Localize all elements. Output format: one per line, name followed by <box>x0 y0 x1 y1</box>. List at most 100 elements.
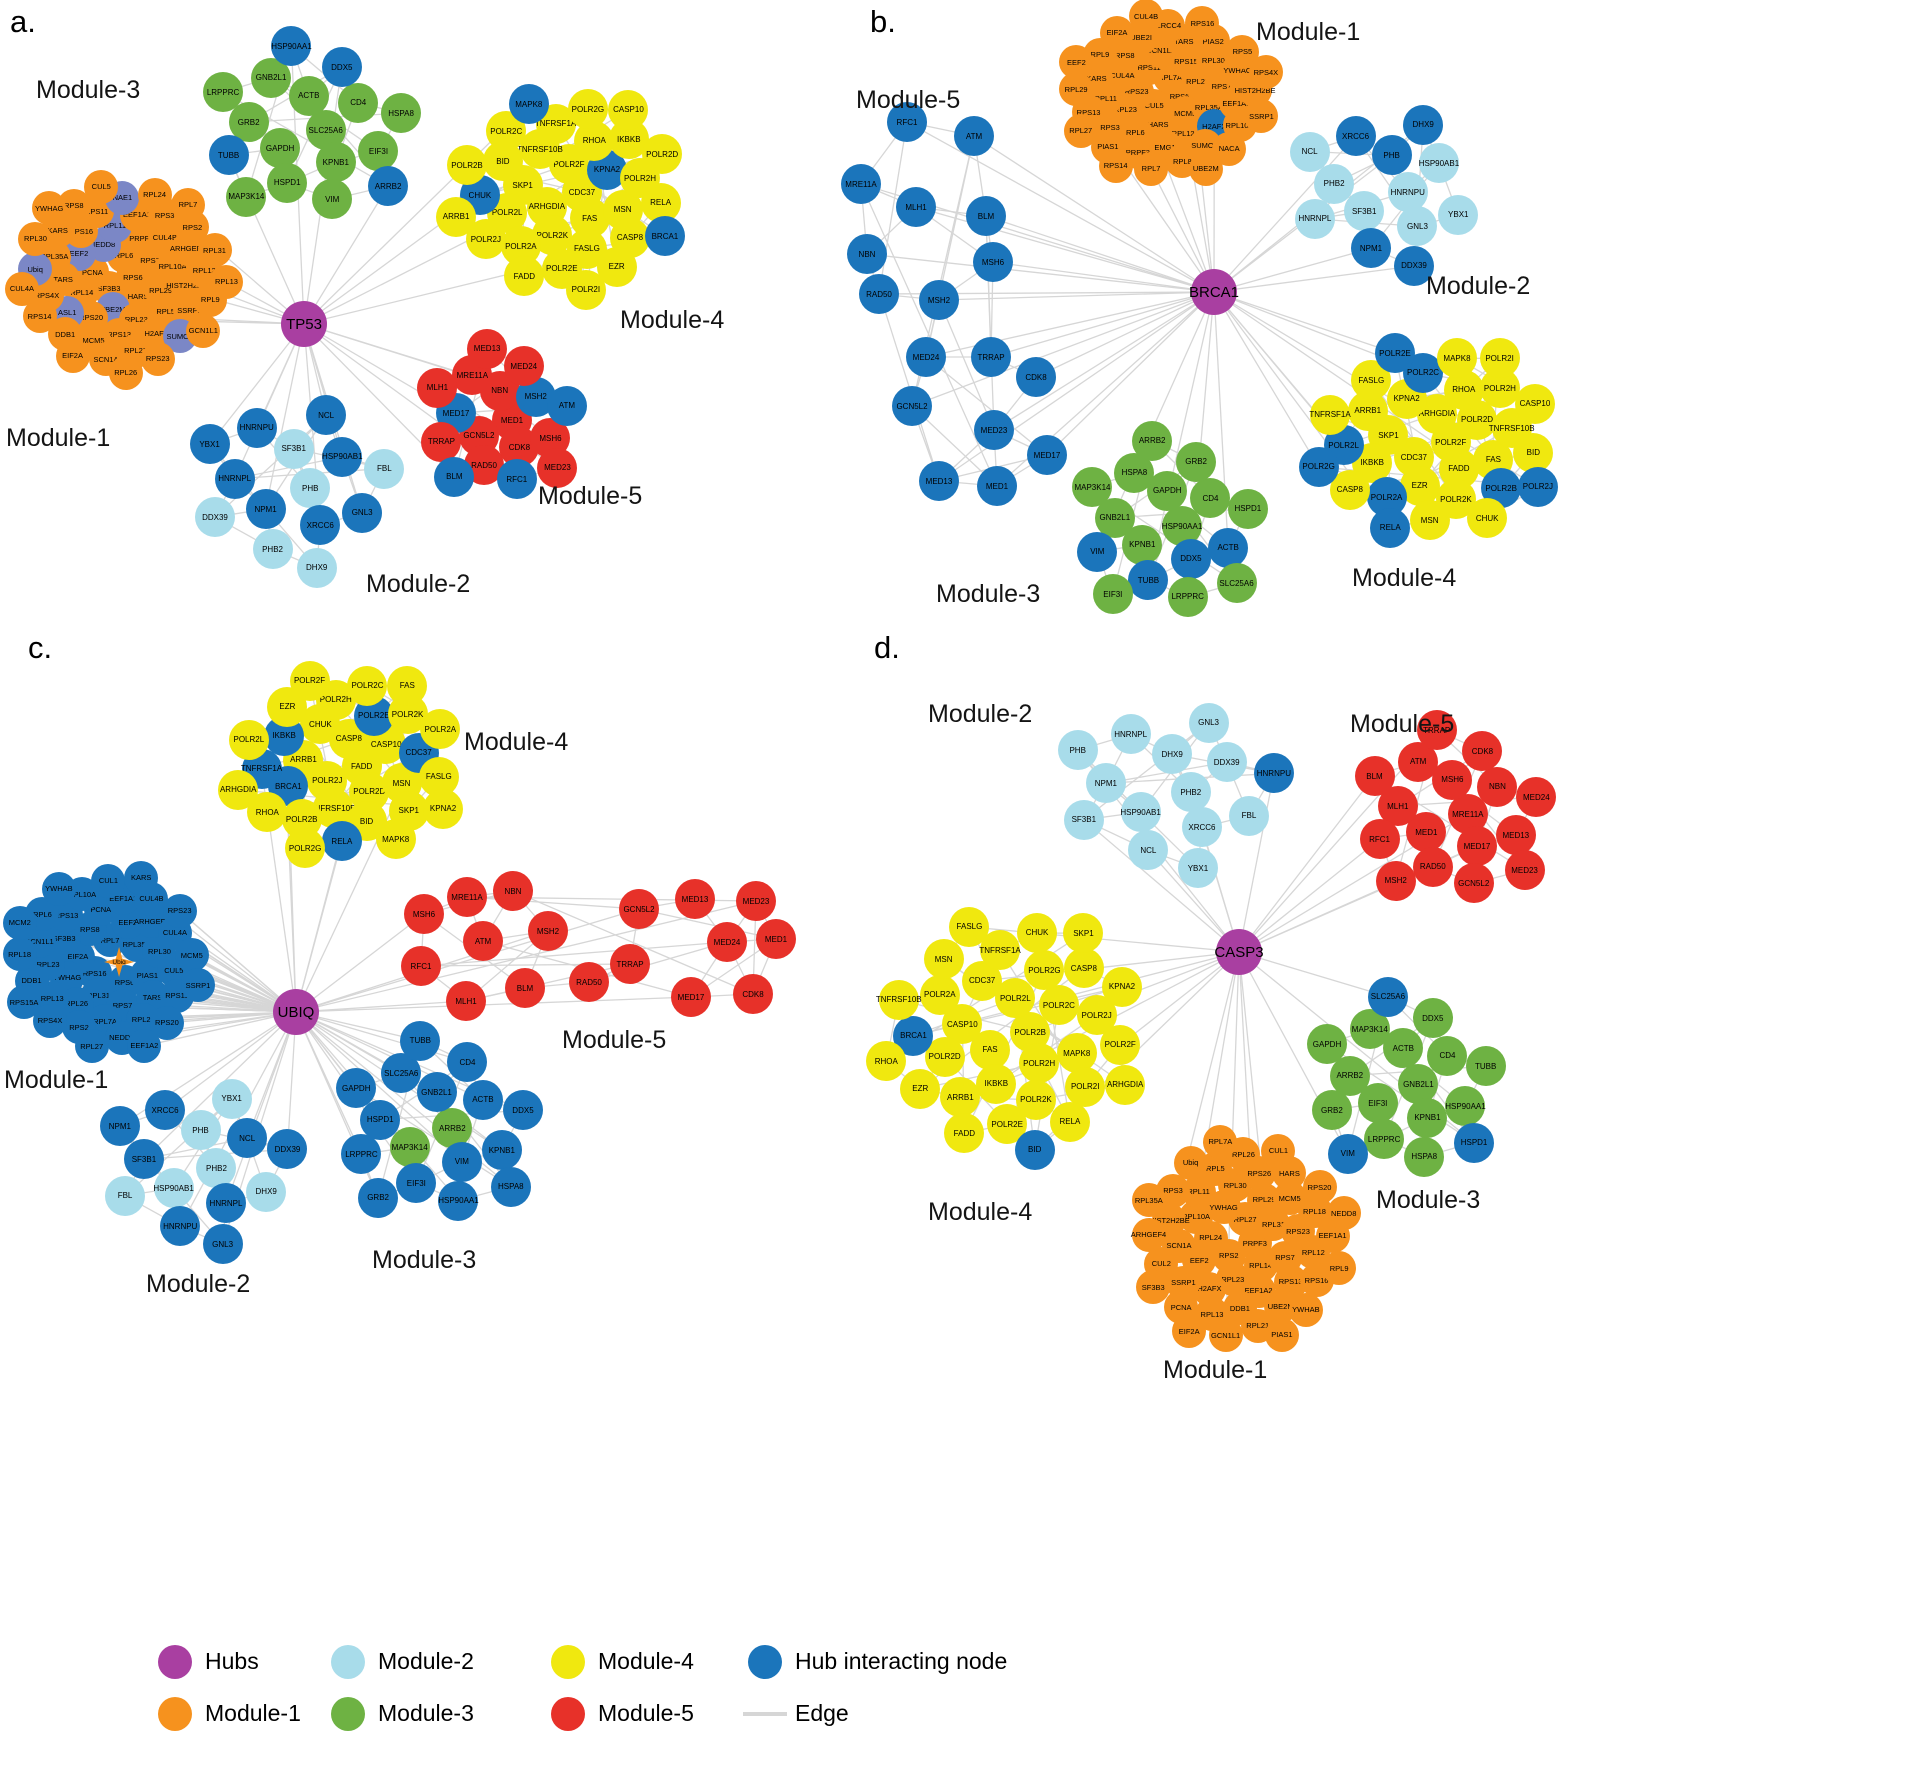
node-phb[interactable]: PHB <box>180 1110 221 1151</box>
node-kpnb1[interactable]: KPNB1 <box>315 142 356 183</box>
node-mre11a[interactable]: MRE11A <box>841 164 881 204</box>
node-tubb[interactable]: TUBB <box>400 1020 441 1061</box>
node-rfc1[interactable]: RFC1 <box>401 946 441 986</box>
node-ube2m[interactable]: UBE2M <box>1188 151 1223 186</box>
node-polr2l[interactable]: POLR2L <box>228 719 269 760</box>
node-cdk8[interactable]: CDK8 <box>1462 731 1503 772</box>
node-rpl30[interactable]: RPL30 <box>18 221 53 256</box>
node-casp10[interactable]: CASP10 <box>608 89 649 130</box>
node-rps20[interactable]: RPS20 <box>1302 1170 1337 1205</box>
node-mre11a[interactable]: MRE11A <box>447 877 487 917</box>
node-rad50[interactable]: RAD50 <box>859 274 899 314</box>
node-msh2[interactable]: MSH2 <box>528 911 568 951</box>
node-gnl3[interactable]: GNL3 <box>342 492 383 533</box>
node-gnb2l1[interactable]: GNB2L1 <box>416 1072 457 1113</box>
node-pias1[interactable]: PIAS1 <box>1264 1317 1299 1352</box>
node-mapk8[interactable]: MAPK8 <box>508 84 549 125</box>
node-actb[interactable]: ACTB <box>288 75 329 116</box>
node-rps23[interactable]: RPS23 <box>140 341 175 376</box>
node-ncl[interactable]: NCL <box>1289 131 1330 172</box>
node-npm1[interactable]: NPM1 <box>245 489 286 529</box>
node-eif2a[interactable]: EIF2A <box>55 338 90 373</box>
node-gcn5l2[interactable]: GCN5L2 <box>892 386 932 426</box>
node-med1[interactable]: MED1 <box>977 466 1017 506</box>
node-rela[interactable]: RELA <box>321 821 362 862</box>
node-kpna2[interactable]: KPNA2 <box>1102 966 1143 1007</box>
node-arrb2[interactable]: ARRB2 <box>1132 420 1173 461</box>
node-dhx9[interactable]: DHX9 <box>1403 104 1444 145</box>
node-sf3b1[interactable]: SF3B1 <box>1063 799 1104 840</box>
node-msh6[interactable]: MSH6 <box>973 242 1013 282</box>
node-ddx39[interactable]: DDX39 <box>1206 742 1247 783</box>
node-rfc1[interactable]: RFC1 <box>1359 819 1400 860</box>
node-kpnb1[interactable]: KPNB1 <box>1407 1097 1448 1138</box>
node-brca1[interactable]: BRCA1 <box>644 216 685 257</box>
node-arhgdia[interactable]: ARHGDIA <box>218 769 259 810</box>
node-rpl35a[interactable]: RPL35A <box>1131 1183 1166 1217</box>
node-phb[interactable]: PHB <box>1371 135 1412 176</box>
node-rad50[interactable]: RAD50 <box>569 962 609 1002</box>
node-hspd1[interactable]: HSPD1 <box>267 162 308 203</box>
node-hsp90aa1[interactable]: HSP90AA1 <box>438 1180 479 1221</box>
node-ncl[interactable]: NCL <box>227 1118 268 1159</box>
node-ybx1[interactable]: YBX1 <box>211 1078 252 1119</box>
node-hspd1[interactable]: HSPD1 <box>360 1099 401 1140</box>
node-ddx5[interactable]: DDX5 <box>1170 538 1211 579</box>
node-ddx5[interactable]: DDX5 <box>1412 998 1453 1039</box>
node-cul5[interactable]: CUL5 <box>84 169 119 204</box>
node-cd4[interactable]: CD4 <box>1190 478 1231 519</box>
node-med1[interactable]: MED1 <box>756 919 796 959</box>
node-med13[interactable]: MED13 <box>467 328 508 369</box>
node-polr2i[interactable]: POLR2I <box>1479 338 1520 379</box>
node-bid[interactable]: BID <box>1014 1129 1055 1170</box>
node-cdk8[interactable]: CDK8 <box>733 974 773 1014</box>
node-rpl7[interactable]: RPL7 <box>1134 151 1169 186</box>
node-arhgef4[interactable]: ARHGEF4 <box>1131 1217 1166 1252</box>
node-sf3b1[interactable]: SF3B1 <box>123 1139 164 1180</box>
node-cul4a[interactable]: CUL4A <box>4 271 39 306</box>
node-ywhab[interactable]: YWHAB <box>1288 1292 1323 1327</box>
node-cd4[interactable]: CD4 <box>1427 1035 1468 1076</box>
node-rela[interactable]: RELA <box>1370 507 1411 548</box>
node-ddx39[interactable]: DDX39 <box>267 1129 308 1170</box>
node-dhx9[interactable]: DHX9 <box>246 1171 287 1212</box>
node-atm[interactable]: ATM <box>546 385 587 426</box>
node-hnrnpu[interactable]: HNRNPU <box>1253 753 1294 794</box>
node-rpl7[interactable]: RPL7 <box>170 187 205 222</box>
node-med23[interactable]: MED23 <box>736 881 776 921</box>
node-mcm2[interactable]: MCM2 <box>2 905 37 940</box>
hub-brca1[interactable]: BRCA1 <box>1189 269 1239 315</box>
node-hspa8[interactable]: HSPA8 <box>381 93 422 134</box>
node-chuk[interactable]: CHUK <box>1017 912 1058 953</box>
node-ssrp1[interactable]: SSRP1 <box>180 968 215 1003</box>
node-gcn1l1[interactable]: GCN1L1 <box>1208 1318 1243 1353</box>
node-hspa8[interactable]: HSPA8 <box>490 1166 531 1207</box>
node-med24[interactable]: MED24 <box>707 922 747 962</box>
node-mlh1[interactable]: MLH1 <box>896 187 936 227</box>
node-rps23[interactable]: RPS23 <box>162 893 197 928</box>
node-phb[interactable]: PHB <box>290 468 331 508</box>
node-tnfrsf1a[interactable]: TNFRSF1A <box>1309 394 1351 435</box>
node-blm[interactable]: BLM <box>434 456 475 497</box>
node-kpnb1[interactable]: KPNB1 <box>481 1130 522 1171</box>
node-rpl7a[interactable]: RPL7A <box>1203 1124 1238 1159</box>
node-nbn[interactable]: NBN <box>847 234 887 274</box>
node-polr2g[interactable]: POLR2G <box>1298 446 1339 487</box>
node-hsp90ab1[interactable]: HSP90AB1 <box>1120 792 1161 833</box>
node-msh6[interactable]: MSH6 <box>404 894 444 934</box>
node-nbn[interactable]: NBN <box>1477 766 1518 807</box>
node-med17[interactable]: MED17 <box>1456 826 1497 867</box>
node-eif3i[interactable]: EIF3I <box>1092 574 1133 615</box>
node-trrap[interactable]: TRRAP <box>421 421 462 462</box>
node-rpl31[interactable]: RPL31 <box>197 233 232 268</box>
node-polr2f[interactable]: POLR2F <box>1100 1024 1141 1065</box>
node-rpl27[interactable]: RPL27 <box>74 1029 109 1064</box>
node-tnfrsf10b[interactable]: TNFRSF10B <box>876 979 922 1020</box>
node-blm[interactable]: BLM <box>505 968 545 1008</box>
node-gnl3[interactable]: GNL3 <box>1188 702 1229 743</box>
node-phb2[interactable]: PHB2 <box>252 529 293 569</box>
node-casp8[interactable]: CASP8 <box>1063 948 1104 989</box>
node-lrpprc[interactable]: LRPPRC <box>203 72 244 112</box>
node-npm1[interactable]: NPM1 <box>1085 763 1126 804</box>
node-hnrnpu[interactable]: HNRNPU <box>236 407 277 448</box>
